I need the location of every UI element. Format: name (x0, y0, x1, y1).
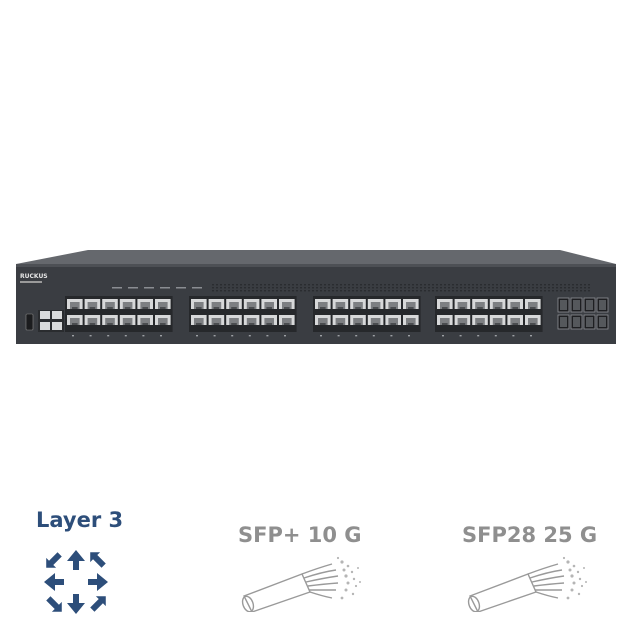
sfp10-label: SFP+ 10 G (238, 523, 362, 547)
sfp28-label: SFP28 25 G (462, 523, 598, 547)
brand-logo: RUCKUS (20, 273, 48, 280)
copper-block (435, 296, 543, 332)
layer3-label: Layer 3 (36, 508, 124, 532)
vent-grid (112, 284, 590, 292)
network-switch: RUCKUS (16, 250, 616, 344)
copper-port-blocks (65, 296, 543, 337)
fiber-cable-icon (467, 556, 587, 612)
routing-arrows-icon (44, 550, 108, 614)
copper-block (189, 296, 297, 332)
copper-block (65, 296, 173, 332)
switch-top-panel (16, 250, 616, 264)
usb-port (25, 313, 34, 331)
copper-block (313, 296, 421, 332)
sfp-port-block (557, 297, 609, 330)
fiber-cable-icon (241, 556, 361, 612)
